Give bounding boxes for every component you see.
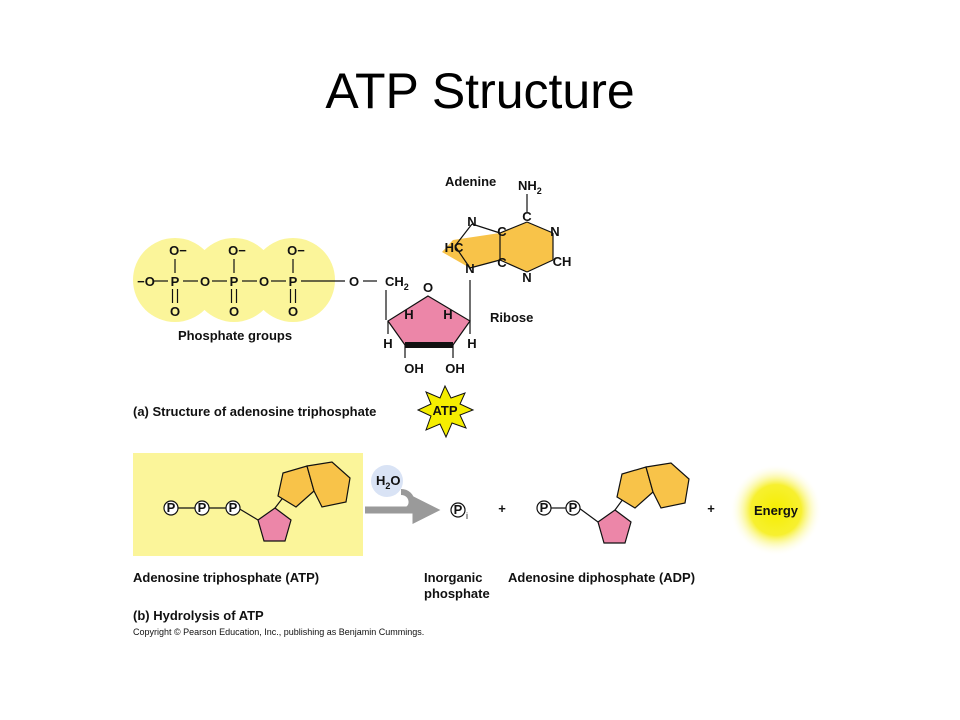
- ribose-oh-right: OH: [445, 361, 465, 376]
- ribose-h-inner-right: H: [443, 307, 452, 322]
- phosphate-groups-label: Phosphate groups: [178, 328, 292, 343]
- plus-1: +: [498, 501, 506, 516]
- pi-subscript: i: [466, 511, 468, 521]
- adp-p-circle-2: [565, 500, 581, 516]
- adp-p-2: P: [569, 500, 578, 515]
- phosphate-circle-2: [192, 238, 276, 322]
- adp-p-1: P: [540, 500, 549, 515]
- atp-p-circle-2: [194, 500, 210, 516]
- water-bubble: [371, 465, 403, 497]
- adenine-c5: C: [497, 224, 507, 239]
- atp-molecule-box: P P P: [133, 453, 363, 556]
- o-minus-2: O−: [228, 243, 246, 258]
- ribose-h-inner-left: H: [404, 307, 413, 322]
- slide-title: ATP Structure: [325, 63, 635, 119]
- atp-p-2: P: [198, 500, 207, 515]
- adenine: Adenine NH2 C N C N HC CH C N N: [442, 174, 571, 285]
- adenine-n1: N: [550, 224, 559, 239]
- atp-ribose-pentagon: [257, 507, 292, 542]
- plus-2: +: [707, 501, 715, 516]
- ribose-ring: [387, 295, 471, 346]
- water-label: H2O: [376, 473, 401, 491]
- atp-p-1: P: [167, 500, 176, 515]
- o-minus-3: O−: [287, 243, 305, 258]
- ribose-h-right: H: [467, 336, 476, 351]
- label-adp: Adenosine diphosphate (ADP): [508, 570, 695, 585]
- o-double-2: O: [229, 304, 239, 319]
- energy-burst: Energy: [730, 464, 822, 556]
- adenine-label: Adenine: [445, 174, 496, 189]
- adenine-five-ring: [442, 233, 500, 268]
- energy-glow: [730, 464, 822, 556]
- adenine-c4: C: [497, 255, 507, 270]
- o-double-1: O: [170, 304, 180, 319]
- ribose-oh-left: OH: [404, 361, 424, 376]
- o-bridge-2: O: [259, 274, 269, 289]
- o-double-3: O: [288, 304, 298, 319]
- starburst-shape: [416, 384, 475, 439]
- phosphate-circle-1: [133, 238, 217, 322]
- label-phosphate: phosphate: [424, 586, 490, 601]
- label-inorganic: Inorganic: [424, 570, 483, 585]
- label-atp: Adenosine triphosphate (ATP): [133, 570, 319, 585]
- atp-adenine-hexagon: [306, 461, 351, 508]
- pi-circle: [450, 502, 466, 518]
- ribose-h-left: H: [383, 336, 392, 351]
- hydrolysis-arrow: H2O: [365, 465, 441, 524]
- ribose-label: Ribose: [490, 310, 533, 325]
- caption-b: (b) Hydrolysis of ATP: [133, 608, 264, 623]
- adenine-ch2: CH: [553, 254, 572, 269]
- adp-adenine-hexagon: [645, 462, 690, 509]
- copyright: Copyright © Pearson Education, Inc., pub…: [133, 627, 424, 637]
- o-ester: O: [349, 274, 359, 289]
- adp-molecule: P P: [536, 462, 690, 544]
- energy-label: Energy: [754, 503, 799, 518]
- pi-p: P: [454, 502, 463, 517]
- adp-p-circle-1: [536, 500, 552, 516]
- atp-p-3: P: [229, 500, 238, 515]
- atp-starburst: ATP: [416, 384, 475, 439]
- caption-a: (a) Structure of adenosine triphosphate: [133, 404, 376, 419]
- adenine-c6: C: [522, 209, 532, 224]
- adenine-hc8: HC: [445, 240, 464, 255]
- adenine-n3: N: [522, 270, 531, 285]
- p-atom-3: P: [289, 274, 298, 289]
- minus-o-atom: −O: [137, 274, 155, 289]
- inorganic-phosphate: P i: [450, 502, 468, 521]
- o-bridge-1: O: [200, 274, 210, 289]
- phosphate-groups: −O P O P O P O O− O− O− O O O Phosphate …: [133, 238, 377, 343]
- atp-p-circle-1: [163, 500, 179, 516]
- p-atom-1: P: [171, 274, 180, 289]
- ribose: CH2 O H H H H OH OH Ribose: [383, 274, 533, 376]
- adenine-n7: N: [467, 214, 476, 229]
- phosphate-circle-3: [251, 238, 335, 322]
- adenine-n9: N: [465, 261, 474, 276]
- atp-p-circle-3: [225, 500, 241, 516]
- adp-ribose-pentagon: [597, 509, 632, 544]
- o-minus-1: O−: [169, 243, 187, 258]
- nh2-group: NH2: [518, 178, 542, 196]
- adenine-six-ring: [500, 222, 553, 272]
- p-atom-2: P: [230, 274, 239, 289]
- ch2-group: CH2: [385, 274, 409, 292]
- ribose-ring-o: O: [423, 280, 433, 295]
- starburst-text: ATP: [432, 403, 457, 418]
